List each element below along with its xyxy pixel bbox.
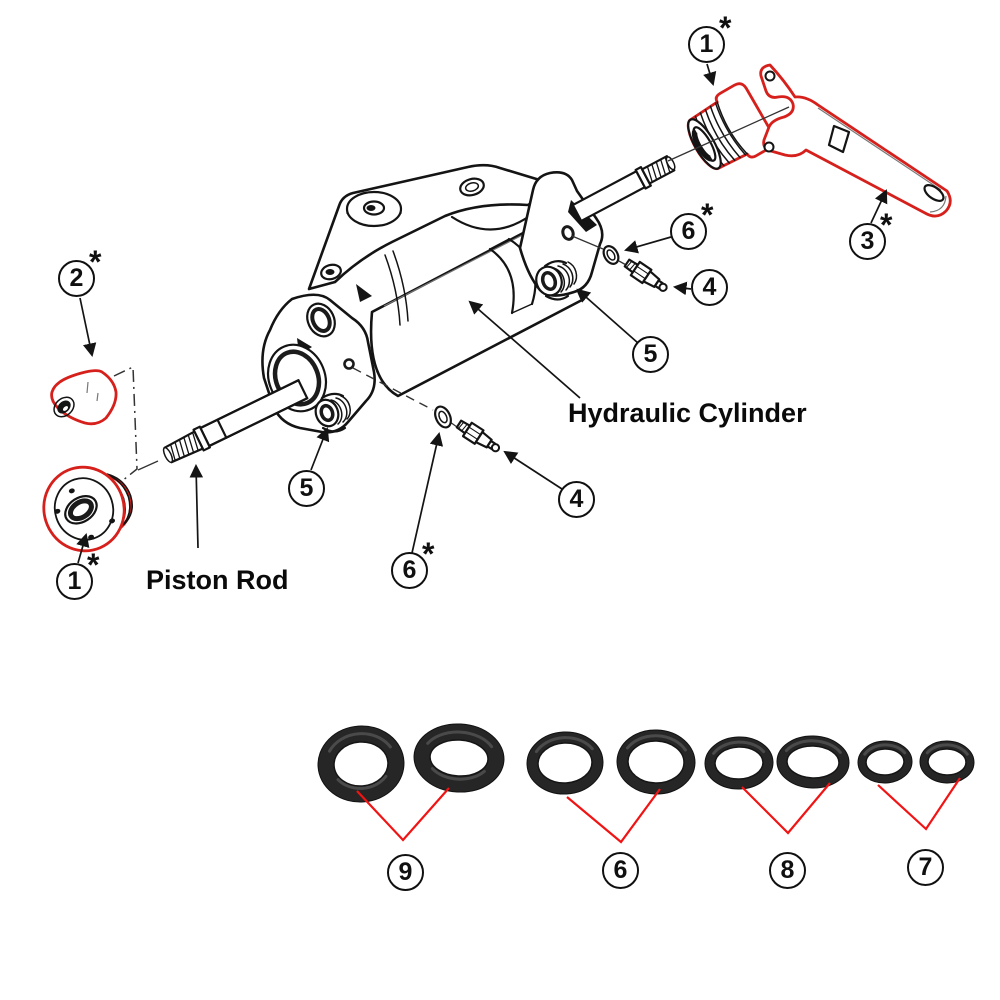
callout-5-top: 5 — [632, 336, 669, 373]
callout-1-bottom: 1 * — [56, 547, 99, 600]
washer-top-drawing — [571, 235, 629, 267]
seal-sleeve-drawing — [50, 369, 118, 426]
oring-7b — [919, 740, 975, 784]
asterisk: * — [701, 197, 714, 233]
piston-rod-label: Piston Rod — [146, 565, 289, 595]
callout-6-orings: 6 — [602, 852, 639, 889]
asterisk: * — [89, 244, 102, 280]
hydraulic-cylinder-label: Hydraulic Cylinder — [568, 398, 807, 428]
callout-4-top: 4 — [691, 269, 728, 306]
spanner-wrench-drawing — [759, 63, 952, 218]
port-top-drawing — [535, 259, 578, 301]
alignment-centerline — [113, 365, 138, 482]
oring-8b — [776, 735, 850, 789]
asterisk: * — [719, 10, 732, 46]
callout-7-orings: 7 — [907, 849, 944, 886]
callout-1-top: 1 * — [688, 10, 731, 63]
callout-number: 6 — [681, 217, 696, 245]
bleeder-fitting-bottom-drawing — [455, 419, 501, 453]
callout-number: 4 — [702, 273, 717, 301]
wrench-leader-line — [717, 106, 790, 140]
piston-rod-upper-drawing — [571, 155, 676, 223]
callout-4-bottom: 4 — [558, 481, 595, 518]
asterisk: * — [87, 547, 100, 583]
callout-number: 7 — [918, 853, 933, 881]
washer-bottom-drawing — [352, 367, 458, 429]
callout-9-orings: 9 — [387, 854, 424, 891]
bleeder-fitting-top-drawing — [623, 258, 668, 292]
end-cap-bottom-drawing — [42, 465, 133, 553]
oring-9a — [317, 725, 405, 803]
callout-number: 6 — [613, 856, 628, 884]
callout-number: 6 — [402, 556, 417, 584]
callout-number: 1 — [67, 567, 82, 595]
callout-number: 4 — [569, 485, 584, 513]
asterisk: * — [422, 536, 435, 572]
callout-number: 9 — [398, 858, 413, 886]
oring-pointer-lines — [356, 777, 961, 844]
callout-6-bottom: 6 * — [391, 536, 434, 589]
callout-8-orings: 8 — [769, 852, 806, 889]
oring-6b — [616, 729, 696, 795]
oring-9b — [413, 723, 505, 793]
end-cap-top-drawing — [686, 82, 777, 171]
oring-row — [317, 723, 975, 803]
callout-arrows — [76, 63, 888, 564]
oring-6a — [526, 731, 604, 795]
asterisk: * — [880, 207, 893, 243]
callout-number: 2 — [69, 264, 84, 292]
oring-7a — [857, 740, 913, 784]
callout-6-top: 6 * — [670, 197, 713, 250]
callout-3: 3 * — [849, 207, 892, 260]
piston-rod-into-bore — [199, 379, 309, 448]
callout-number: 5 — [643, 340, 658, 368]
oring-8a — [704, 736, 774, 790]
callout-number: 8 — [780, 856, 795, 884]
callout-5-bottom: 5 — [288, 470, 325, 507]
callout-number: 3 — [860, 227, 875, 255]
callout-number: 5 — [299, 474, 314, 502]
callout-number: 1 — [699, 30, 714, 58]
callout-2: 2 * — [58, 244, 101, 297]
